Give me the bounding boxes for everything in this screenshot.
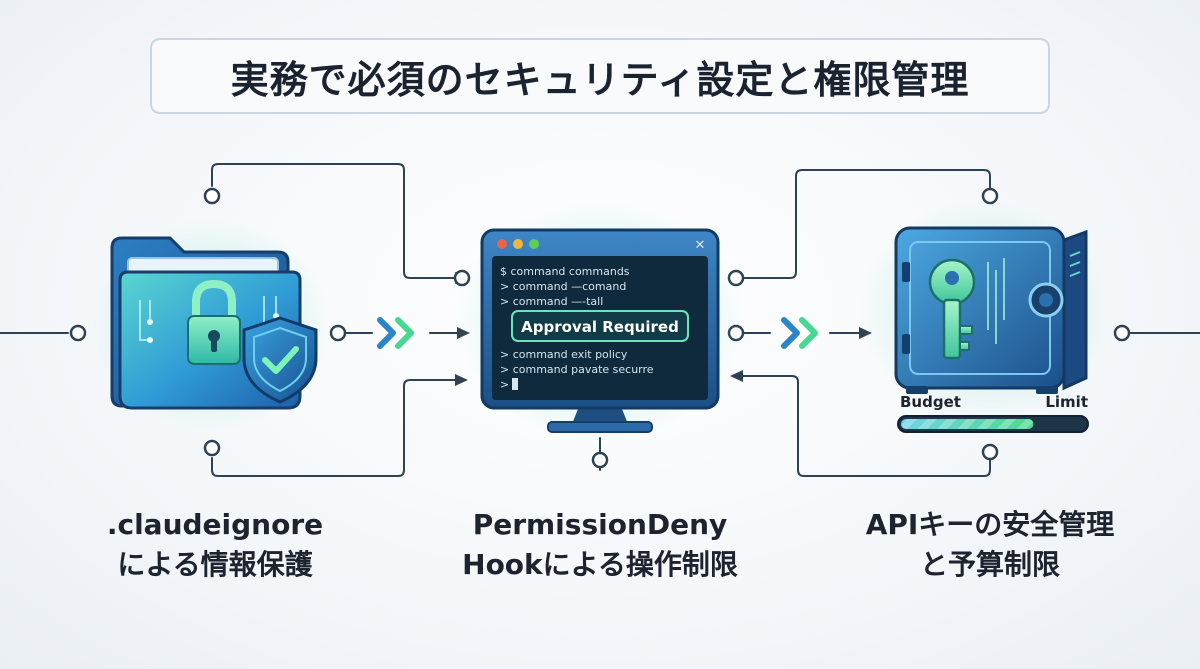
dot-right-edge [1113, 324, 1131, 342]
title-box: 実務で必須のセキュリティ設定と権限管理 [150, 38, 1050, 114]
terminal-line: > command —-tall [500, 295, 603, 308]
caption-line: による情報保護 [117, 548, 313, 581]
key-safe-icon [860, 200, 1110, 420]
dot-monitor-bottom [591, 451, 609, 469]
terminal-monitor-icon: ✕ $ command commands > command —comand >… [455, 200, 745, 440]
window-close-icon[interactable]: ✕ [695, 238, 706, 253]
caption-line: APIキーの安全管理 [865, 508, 1115, 541]
budget-bar: Budget Limit [897, 393, 1089, 433]
window-dot-red[interactable] [497, 239, 507, 249]
budget-label: Budget [900, 393, 961, 411]
terminal-line: > command exit policy [500, 348, 628, 361]
caption-line: PermissionDeny [472, 508, 728, 541]
terminal-line: > command pavate securre [500, 363, 654, 376]
dot-folder-right [329, 324, 347, 342]
window-dot-yellow[interactable] [513, 239, 523, 249]
approval-required-label: Approval Required [521, 318, 679, 336]
terminal-line: > command —comand [500, 280, 626, 293]
chevron-right-icon-1 [377, 317, 414, 349]
caption-line: と予算制限 [919, 548, 1060, 581]
caption-claudeignore: .claudeignore による情報保護 [60, 505, 370, 585]
terminal-line: $ command commands [500, 265, 630, 278]
folder-lock-shield-icon [90, 220, 330, 430]
budget-fill-stripes [901, 419, 1034, 429]
caption-line: .claudeignore [106, 508, 324, 541]
dot-left-edge [69, 324, 87, 342]
terminal-cursor [512, 378, 518, 390]
connector-lines [0, 163, 1200, 477]
chevron-right-icon-2 [781, 317, 818, 349]
page-title: 実務で必須のセキュリティ設定と権限管理 [230, 57, 970, 102]
dot-folder-top [203, 187, 221, 205]
dot-safe-bottom [981, 443, 999, 461]
terminal-prompt: > [500, 378, 509, 391]
approval-required-badge[interactable] [511, 310, 689, 342]
dot-folder-bottom [203, 439, 221, 457]
arrowhead-back-to-monitor [730, 370, 743, 382]
caption-line: Hookによる操作制限 [462, 548, 738, 581]
arrowhead-to-monitor-bottom [455, 374, 468, 386]
limit-label: Limit [1045, 393, 1088, 411]
caption-permission-deny: PermissionDeny Hookによる操作制限 [440, 505, 760, 585]
window-dot-green[interactable] [529, 239, 539, 249]
caption-api-key: APIキーの安全管理 と予算制限 [830, 505, 1150, 585]
